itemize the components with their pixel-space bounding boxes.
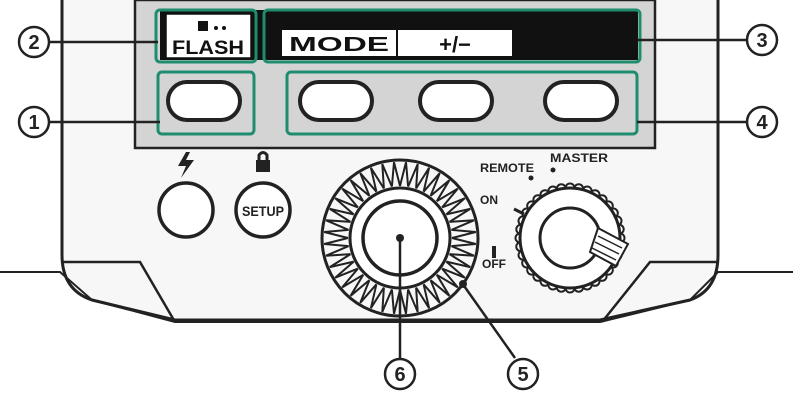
- dial-serration: [429, 179, 451, 202]
- master-label: MASTER: [550, 151, 608, 165]
- dial-serration: [407, 287, 419, 313]
- dial-serration: [441, 197, 466, 216]
- dial-serration: [422, 279, 441, 304]
- on-label: ON: [480, 193, 498, 207]
- dial-serration: [329, 207, 354, 223]
- callout-frame-4: [285, 70, 639, 136]
- leader-dot-6: [396, 234, 404, 242]
- dial-serration: [422, 172, 441, 197]
- dial-serration: [334, 197, 359, 216]
- dial-serration: [359, 172, 378, 197]
- remote-marker: [528, 175, 534, 181]
- dial-serration: [381, 287, 393, 313]
- callout-number-3: 3: [756, 30, 767, 52]
- mode-label: MODE: [289, 34, 389, 56]
- callout-badge-5: [506, 357, 540, 391]
- dial-serration: [341, 187, 364, 209]
- dial-serration: [325, 219, 351, 231]
- leader-dot-5: [459, 280, 467, 288]
- flash-body-lower-edge: [62, 260, 177, 323]
- callout-badge-6: [383, 357, 417, 391]
- callout-number-6: 6: [394, 364, 405, 386]
- dial-serration: [415, 167, 431, 192]
- remote-label: REMOTE: [480, 161, 534, 175]
- master-marker: [550, 167, 556, 173]
- flash-body-bottom-strip: [0, 271, 793, 323]
- dial-serration: [369, 167, 385, 192]
- dial-serration: [381, 163, 393, 189]
- callout-frame-1: [156, 70, 256, 136]
- dial-serration: [415, 284, 431, 309]
- callout-badge-1: [17, 105, 51, 139]
- function-button-1[interactable]: [166, 80, 242, 122]
- dial-serration: [323, 237, 349, 248]
- dial-serration: [390, 289, 401, 315]
- mode-segment: [282, 30, 396, 56]
- dial-serration: [451, 228, 477, 239]
- dial-serration: [441, 260, 466, 279]
- callout-frame-2: [154, 8, 258, 64]
- command-dial[interactable]: [323, 161, 477, 315]
- flash-mode-display: FLASH: [165, 13, 252, 59]
- setup-label: SETUP: [242, 203, 284, 219]
- callout-badge-4: [745, 105, 779, 139]
- dial-serration: [436, 187, 459, 209]
- dial-serration: [446, 207, 471, 223]
- dial-serration: [390, 161, 401, 187]
- flash-label: FLASH: [172, 38, 244, 59]
- mode-switch-knob: [538, 206, 602, 270]
- dial-serration: [334, 260, 359, 279]
- off-label: OFF: [482, 257, 506, 271]
- function-button-2[interactable]: [298, 80, 374, 122]
- test-flash-button[interactable]: [157, 181, 215, 239]
- dial-serration: [329, 253, 354, 269]
- dial-serration: [407, 163, 419, 189]
- callout-number-2: 2: [28, 32, 39, 54]
- callout-badge-2: [17, 25, 51, 59]
- callout-badge-3: [745, 23, 779, 57]
- off-marker: [492, 246, 496, 258]
- plusminus-label: +/−: [439, 32, 471, 57]
- lightning-bolt-icon: [178, 152, 194, 178]
- callout-frame-3: [262, 8, 642, 64]
- function-button-3[interactable]: [418, 80, 494, 122]
- dial-serration: [399, 161, 410, 187]
- dial-serration: [349, 179, 371, 202]
- dial-serration: [449, 219, 475, 231]
- padlock-icon: [256, 151, 270, 172]
- dial-serration: [449, 245, 475, 257]
- plusminus-segment: [398, 30, 512, 56]
- dial-serration: [341, 267, 364, 289]
- dial-serration: [323, 228, 349, 239]
- leader-line-5: [460, 282, 517, 359]
- callout-number-1: 1: [28, 112, 39, 134]
- dial-serration: [446, 253, 471, 269]
- callout-number-5: 5: [517, 364, 528, 386]
- dial-serration: [325, 245, 351, 257]
- dial-serration: [451, 237, 477, 248]
- on-marker: [513, 207, 525, 216]
- dial-serration: [359, 279, 378, 304]
- flash-mode-icon: [198, 21, 208, 31]
- dial-serration: [436, 267, 459, 289]
- function-button-4[interactable]: [543, 80, 619, 122]
- setup-button[interactable]: [234, 181, 292, 239]
- callout-number-4: 4: [756, 112, 768, 134]
- dial-serration: [399, 289, 410, 315]
- flash-body-lower-edge-right: [601, 260, 718, 323]
- dial-serration: [369, 284, 385, 309]
- dial-serration: [429, 274, 451, 297]
- dial-serration: [349, 274, 371, 297]
